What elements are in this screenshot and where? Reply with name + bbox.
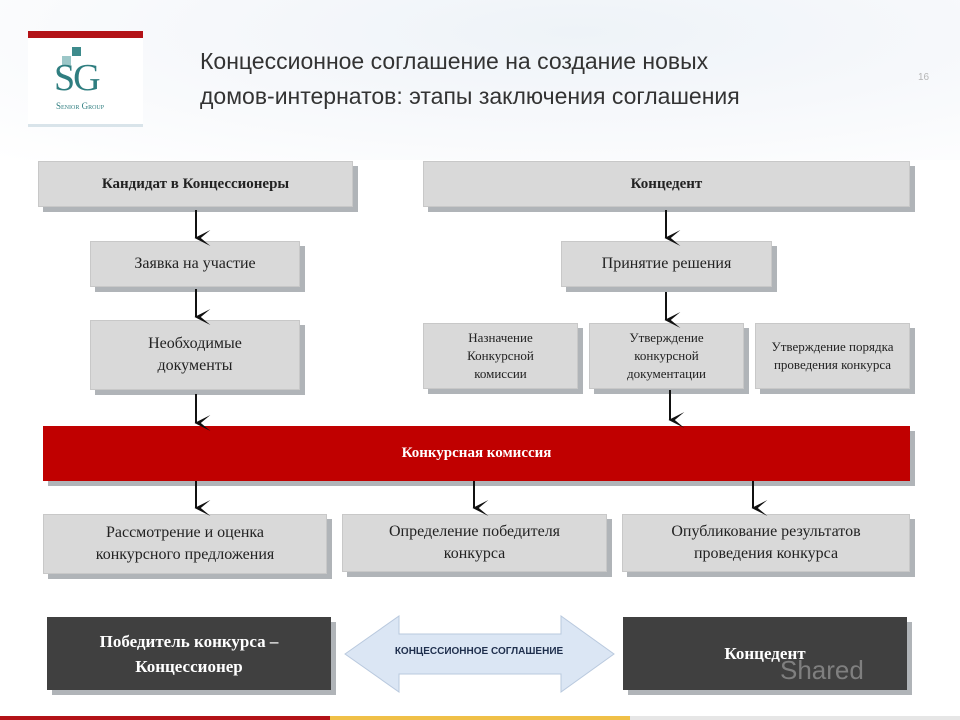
agreement-double-arrow [344,615,615,693]
commission-appointment-box: Назначение Конкурсной комиссии [423,323,578,389]
logo-square-dark [72,47,81,56]
procedure-approval-box: Утверждение порядка проведения конкурса [755,323,910,389]
decision-label: Принятие решения [601,255,732,272]
application-box: Заявка на участие [90,241,300,287]
procedure-approval-label: Утверждение порядка проведения конкурса [771,339,894,372]
decision-box: Принятие решения [561,241,772,287]
winner-selection-label: Определение победителя конкурса [388,523,561,562]
candidate-heading-box: Кандидат в Концессионеры [38,161,353,207]
commission-label: Конкурсная комиссия [401,445,552,461]
evaluation-label: Рассмотрение и оценка конкурсного предло… [95,524,275,563]
footer-bar-red [0,716,330,720]
footer-bar-yellow [330,716,630,720]
documentation-approval-box: Утверждение конкурсной документации [589,323,744,389]
footer-bar-gray [630,716,960,720]
grantor-heading-box: Концедент [423,161,910,207]
commission-bar: Конкурсная комиссия [43,426,910,481]
evaluation-box: Рассмотрение и оценка конкурсного предло… [43,514,327,574]
header-background [0,0,960,160]
winner-concessionaire-label: Победитель конкурса – Концессионер [99,631,279,676]
logo [28,38,143,127]
documentation-approval-label: Утверждение конкурсной документации [626,330,706,381]
winner-selection-box: Определение победителя конкурса [342,514,607,572]
grantor-heading-label: Концедент [630,175,703,192]
documents-box: Необходимые документы [90,320,300,390]
documents-label: Необходимые документы [148,335,242,374]
logo-top-bar [28,31,143,38]
grantor-bottom-box: Концедент [623,617,907,690]
page-title: Концессионное соглашение на создание нов… [200,44,880,114]
application-label: Заявка на участие [134,255,256,272]
publication-box: Опубликование результатов проведения кон… [622,514,910,572]
page-number: 16 [918,72,930,83]
publication-label: Опубликование результатов проведения кон… [671,523,861,562]
commission-appointment-label: Назначение Конкурсной комиссии [467,330,534,381]
candidate-heading-label: Кандидат в Концессионеры [101,175,290,192]
logo-subtext: Senior Group [56,101,105,111]
page-title-line1: Концессионное соглашение на создание нов… [200,48,709,74]
page-title-line2: домов-интернатов: этапы заключения согла… [200,83,740,109]
agreement-label: КОНЦЕССИОННОЕ СОГЛАШЕНИЕ [394,646,564,657]
watermark: Shared [780,655,864,685]
grantor-bottom-label: Концедент [724,644,806,663]
logo-text: SG [54,57,101,99]
winner-concessionaire-box: Победитель конкурса – Концессионер [47,617,331,690]
logo-square-light [62,56,71,65]
